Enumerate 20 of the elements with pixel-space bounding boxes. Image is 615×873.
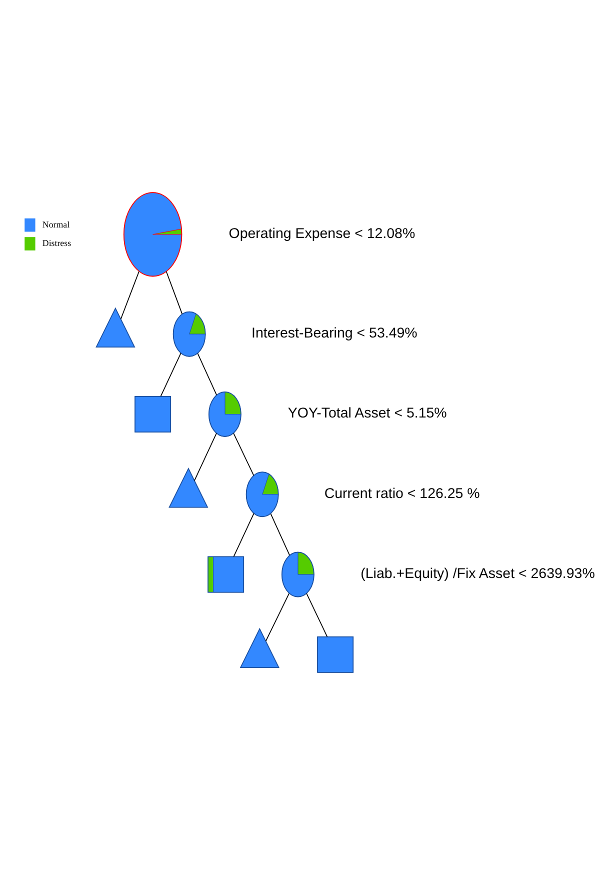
connector: [194, 432, 217, 481]
node-label: (Liab.+Equity) /Fix Asset < 2639.93%: [360, 566, 595, 582]
node-label: Current ratio < 126.25 %: [324, 486, 480, 502]
connector: [197, 353, 217, 396]
node-label: Operating Expense < 12.08%: [228, 226, 416, 242]
connector: [120, 271, 140, 320]
connector: [265, 593, 290, 642]
node-triangle: [168, 468, 208, 508]
node-label: Interest-Bearing < 53.49%: [252, 326, 418, 342]
connector: [306, 593, 328, 638]
connector: [233, 432, 254, 476]
node-triangle: [240, 628, 280, 668]
connector: [160, 352, 182, 397]
node-label: YOY-Total Asset < 5.15%: [288, 406, 447, 422]
legend-label: Distress: [42, 238, 72, 248]
node-triangle: [96, 307, 136, 348]
connector: [166, 271, 183, 314]
legend-label: Normal: [42, 219, 70, 230]
connector: [270, 513, 290, 556]
connector: [233, 512, 254, 558]
